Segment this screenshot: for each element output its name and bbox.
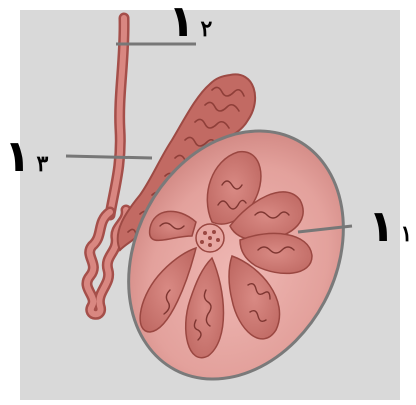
label-3-numeral: ٣ xyxy=(36,151,48,177)
label-1-mark: ١ xyxy=(368,201,395,252)
rete-testis xyxy=(196,224,224,252)
leader-line-3 xyxy=(66,156,152,158)
label-2-mark: ١ xyxy=(168,0,195,47)
label-1-numeral: ١ xyxy=(400,221,412,247)
label-2: ٢ ١ xyxy=(168,0,212,44)
label-3-mark: ١ xyxy=(4,131,31,182)
label-3: ٣ ١ xyxy=(4,135,48,179)
label-2-numeral: ٢ xyxy=(200,16,212,42)
label-1: ١ ١ xyxy=(368,205,412,249)
